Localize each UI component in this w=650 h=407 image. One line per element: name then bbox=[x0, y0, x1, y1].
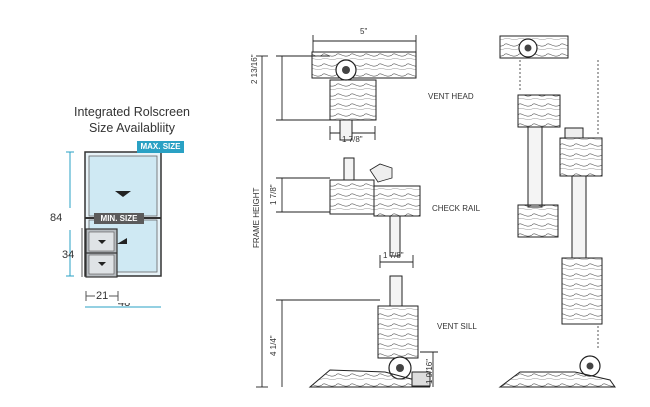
window-elevation bbox=[84, 151, 162, 278]
vent-sill-section bbox=[308, 275, 431, 388]
title-line-2: Size Availabliity bbox=[89, 121, 175, 135]
title-line-1: Integrated Rolscreen bbox=[73, 105, 191, 119]
vent-head-section bbox=[311, 51, 417, 141]
dim-check-height: 1 7/8" bbox=[269, 184, 278, 205]
left-dimensions bbox=[66, 151, 161, 308]
dim-height-max: 84 bbox=[50, 212, 63, 224]
max-size-badge-label: MAX. SIZE bbox=[140, 142, 181, 151]
min-size-badge bbox=[94, 213, 144, 224]
dim-height-min: 34 bbox=[62, 249, 75, 261]
check-rail-label: CHECK RAIL bbox=[432, 204, 481, 213]
check-rail-section bbox=[329, 157, 421, 257]
section-drawing bbox=[256, 35, 438, 388]
dim-sill-height: 4 1/4" bbox=[269, 335, 278, 356]
dim-width-max: 48 bbox=[118, 303, 130, 307]
dim-top-width: 5" bbox=[360, 27, 368, 36]
lower-arrow-icon bbox=[117, 238, 127, 244]
upper-arrow-icon bbox=[115, 191, 131, 197]
dim-sill-small: 1 9/16" bbox=[425, 358, 434, 384]
elevation-section-right bbox=[498, 35, 616, 388]
dim-head-depth: 1 7/8" bbox=[342, 135, 363, 144]
vent-head-label: VENT HEAD bbox=[428, 92, 474, 101]
vent-sill-label: VENT SILL bbox=[437, 322, 477, 331]
dim-check-depth: 1 7/8" bbox=[383, 251, 404, 260]
size-availability-title: Integrated Rolscreen Size Availabliity bbox=[52, 104, 212, 136]
frame-height-label: FRAME HEIGHT bbox=[252, 187, 261, 248]
max-size-badge bbox=[137, 141, 184, 153]
upper-glass bbox=[88, 155, 158, 217]
dim-width-min: 21 bbox=[96, 290, 109, 302]
min-size-badge-label: MIN. SIZE bbox=[100, 214, 138, 223]
dim-head-height: 2 13/16" bbox=[250, 54, 259, 84]
